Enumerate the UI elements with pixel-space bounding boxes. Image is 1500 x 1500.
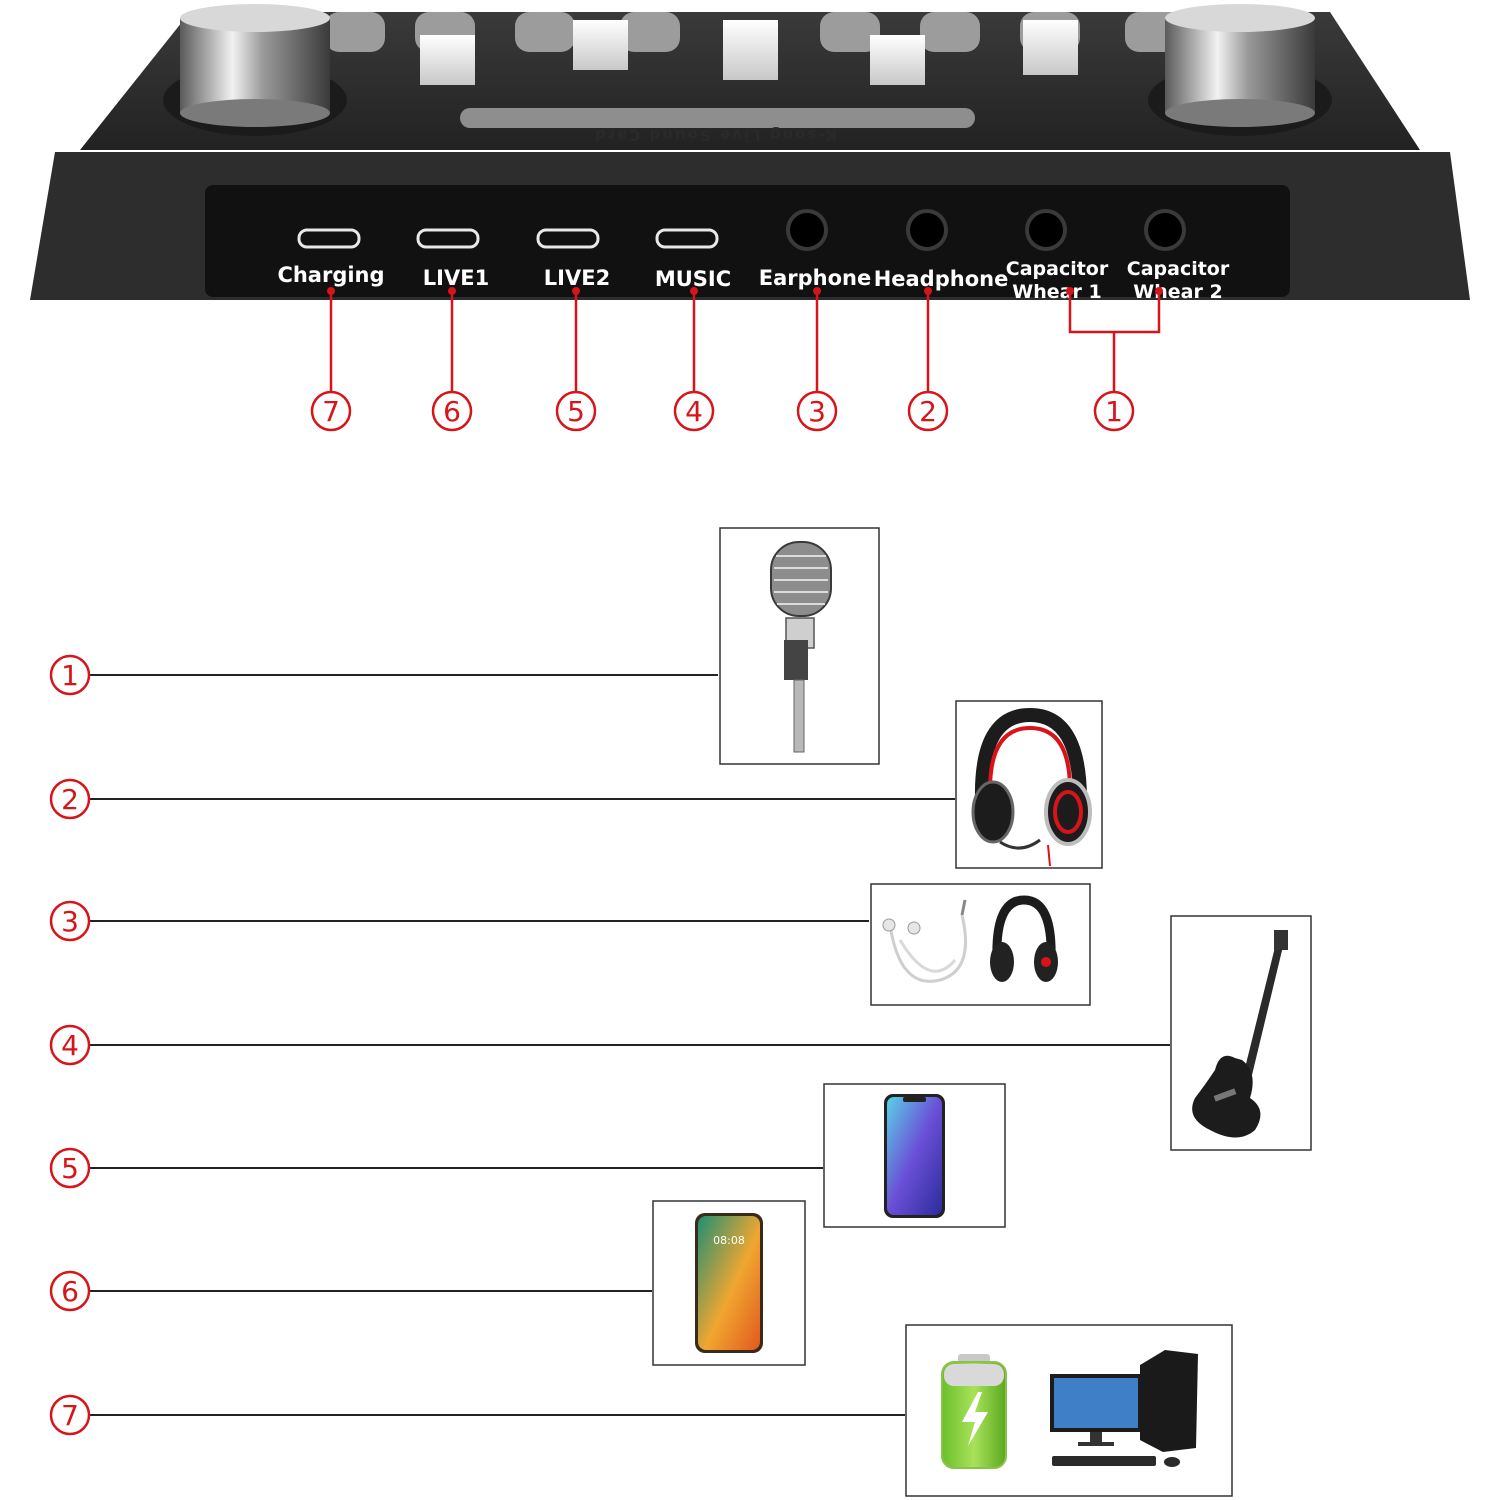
row-number-2: 2 — [61, 783, 79, 816]
condenser-microphone-icon — [770, 541, 832, 753]
callout-number-1: 1 — [1105, 395, 1123, 428]
port-label-live1: LIVE1 — [423, 266, 489, 290]
audio-jacks — [786, 209, 1186, 251]
electric-guitar-icon — [1192, 930, 1288, 1138]
led-display-strip — [460, 108, 975, 128]
port-label-capacitor2-line1: Capacitor — [1127, 258, 1230, 280]
row-number-7: 7 — [61, 1399, 79, 1432]
row-number-5: 5 — [61, 1152, 79, 1185]
callout-number-2: 2 — [919, 395, 937, 428]
battery-icon — [941, 1354, 1007, 1469]
row-number-1: 1 — [61, 659, 79, 692]
row-number-4: 4 — [61, 1029, 79, 1062]
device-box-headset — [955, 700, 1103, 869]
sound-card-device: K-song Live Sound Card — [30, 4, 1470, 303]
callout-number-7: 7 — [322, 395, 340, 428]
port-callout-dots — [327, 287, 1163, 295]
port-panel — [205, 185, 1290, 297]
callout-number-6: 6 — [443, 395, 461, 428]
callout-number-5: 5 — [567, 395, 585, 428]
desktop-computer-icon — [1050, 1350, 1198, 1467]
fader-sliders[interactable] — [420, 20, 1078, 85]
volume-knob-left[interactable] — [163, 4, 347, 136]
earphones-and-headphones-icon — [882, 895, 1058, 983]
micro-usb-ports — [297, 228, 719, 249]
volume-knob-right[interactable] — [1148, 4, 1332, 136]
port-label-music: MUSIC — [655, 267, 731, 291]
phone-screen-time: 08:08 — [713, 1234, 745, 1247]
port-callouts — [310, 291, 1161, 432]
connection-lines — [89, 674, 1170, 1416]
brand-text: K-song Live Sound Card — [593, 126, 837, 144]
device-box-earphones — [870, 883, 1091, 1006]
row-number-6: 6 — [61, 1275, 79, 1308]
row-number-3: 3 — [61, 905, 79, 938]
device-box-microphone — [719, 527, 880, 765]
port-label-earphone: Earphone — [759, 266, 871, 290]
port-label-capacitor1-line1: Capacitor — [1006, 258, 1109, 280]
port-label-capacitor1-line2: Whear 1 — [1012, 281, 1101, 303]
row-number-circles — [49, 654, 91, 1436]
smartphone-icon — [884, 1094, 945, 1218]
port-label-capacitor2-line2: Whear 2 — [1133, 281, 1222, 303]
android-phone-icon: 08:08 — [695, 1213, 763, 1353]
device-box-guitar — [1170, 915, 1312, 1151]
callout-number-3: 3 — [808, 395, 826, 428]
callout-number-4: 4 — [685, 395, 703, 428]
port-label-live2: LIVE2 — [544, 266, 610, 290]
device-box-power — [905, 1324, 1233, 1497]
port-label-headphone: Headphone — [874, 267, 1009, 291]
device-box-android-phone: 08:08 — [652, 1200, 806, 1366]
port-label-charging: Charging — [277, 263, 384, 287]
gaming-headset-icon — [971, 707, 1092, 867]
device-box-smartphone — [823, 1083, 1006, 1228]
